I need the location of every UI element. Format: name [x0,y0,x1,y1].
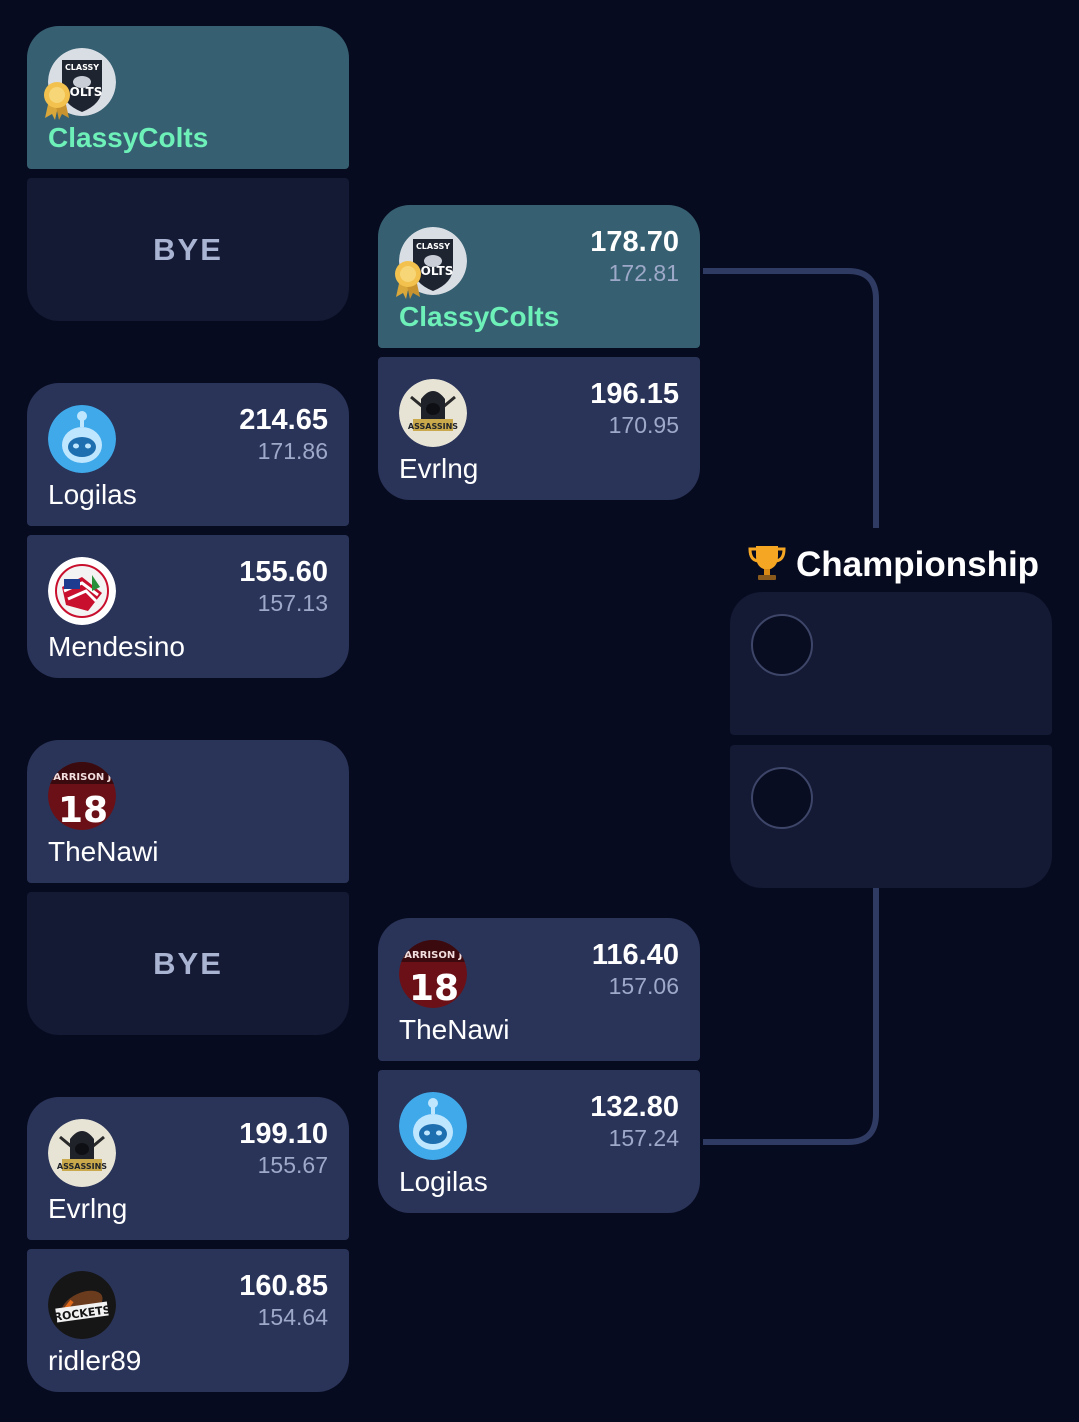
r2-m2-bottom-card[interactable]: 132.80 157.24 Logilas [378,1070,700,1213]
championship-bottom-slot [730,745,1052,888]
team-name: ridler89 [48,1345,142,1376]
team-score: 155.60 [239,556,328,588]
team-name: Mendesino [48,631,185,662]
logilas-avatar [48,405,116,473]
team-score: 178.70 [590,226,679,258]
mendesino-avatar [48,557,116,625]
team-name: ClassyColts [48,122,209,153]
team-projected: 171.86 [257,438,328,464]
team-score: 199.10 [239,1118,328,1150]
bye-label: BYE [153,946,223,981]
svg-text:OLTS: OLTS [70,85,103,99]
team-score: 196.15 [590,378,679,410]
team-projected: 170.95 [608,412,679,438]
championship-top-slot [730,592,1052,735]
r2-m2-top-card[interactable]: HARRISON JR 18 116.40 157.06 TheNawi [378,918,700,1061]
evrlng-avatar: ASSASSINS [48,1119,116,1187]
ridler89-avatar: ROCKETS [48,1271,116,1339]
r1-m1-team-card[interactable]: CLASSY OLTS ClassyColts [27,26,349,169]
team-projected: 157.24 [608,1125,679,1151]
empty-avatar-placeholder [751,614,813,676]
championship-title: Championship [748,542,1039,585]
medal-icon [44,82,70,120]
team-name: Logilas [399,1166,488,1197]
team-name: Evrlng [48,1193,128,1224]
svg-text:CLASSY: CLASSY [65,63,99,72]
team-projected: 157.06 [608,973,679,999]
svg-text:CLASSY: CLASSY [416,242,450,251]
svg-text:HARRISON JR: HARRISON JR [399,950,467,961]
team-score: 214.65 [239,404,328,436]
r2-m1-bottom-card[interactable]: ASSASSINS 196.15 170.95 Evrlng [378,357,700,500]
team-score: 116.40 [591,939,679,971]
r1-m4-top-card[interactable]: ASSASSINS 199.10 155.67 Evrlng [27,1097,349,1240]
evrlng-avatar: ASSASSINS [399,379,467,447]
r1-m3-bye-card: BYE [27,892,349,1035]
r1-m3-team-card[interactable]: HARRISON JR 18 TheNawi [27,740,349,883]
bye-label: BYE [153,232,223,267]
svg-text:ASSASSINS: ASSASSINS [57,1162,107,1171]
r1-m2-bottom-card[interactable]: 155.60 157.13 Mendesino [27,535,349,678]
r1-m1-bye-card: BYE [27,178,349,321]
team-score: 132.80 [590,1091,679,1123]
team-name: TheNawi [48,836,159,867]
svg-text:18: 18 [58,790,108,830]
team-name: TheNawi [399,1014,510,1045]
team-projected: 155.67 [257,1152,328,1178]
team-projected: 154.64 [257,1304,328,1330]
team-projected: 157.13 [257,590,328,616]
team-name: Logilas [48,479,137,510]
svg-text:18: 18 [409,968,459,1008]
r2-m1-top-card[interactable]: CLASSY OLTS 178.70 172.81 ClassyColts [378,205,700,348]
thenawi-avatar: HARRISON JR 18 [399,940,467,1008]
r1-m4-bottom-card[interactable]: ROCKETS 160.85 154.64 ridler89 [27,1249,349,1392]
thenawi-avatar: HARRISON JR 18 [48,762,116,830]
team-projected: 172.81 [608,260,679,286]
classycolts-avatar: CLASSY OLTS [399,227,467,295]
svg-text:ASSASSINS: ASSASSINS [408,422,458,431]
logilas-avatar [399,1092,467,1160]
championship-label: Championship [796,545,1040,584]
trophy-icon [748,546,786,580]
team-name: ClassyColts [399,301,560,332]
team-score: 160.85 [239,1270,328,1302]
svg-text:OLTS: OLTS [421,264,454,278]
empty-avatar-placeholder [751,767,813,829]
medal-icon [395,261,421,299]
team-name: Evrlng [399,453,479,484]
r1-m2-top-card[interactable]: 214.65 171.86 Logilas [27,383,349,526]
svg-text:HARRISON JR: HARRISON JR [48,772,116,783]
